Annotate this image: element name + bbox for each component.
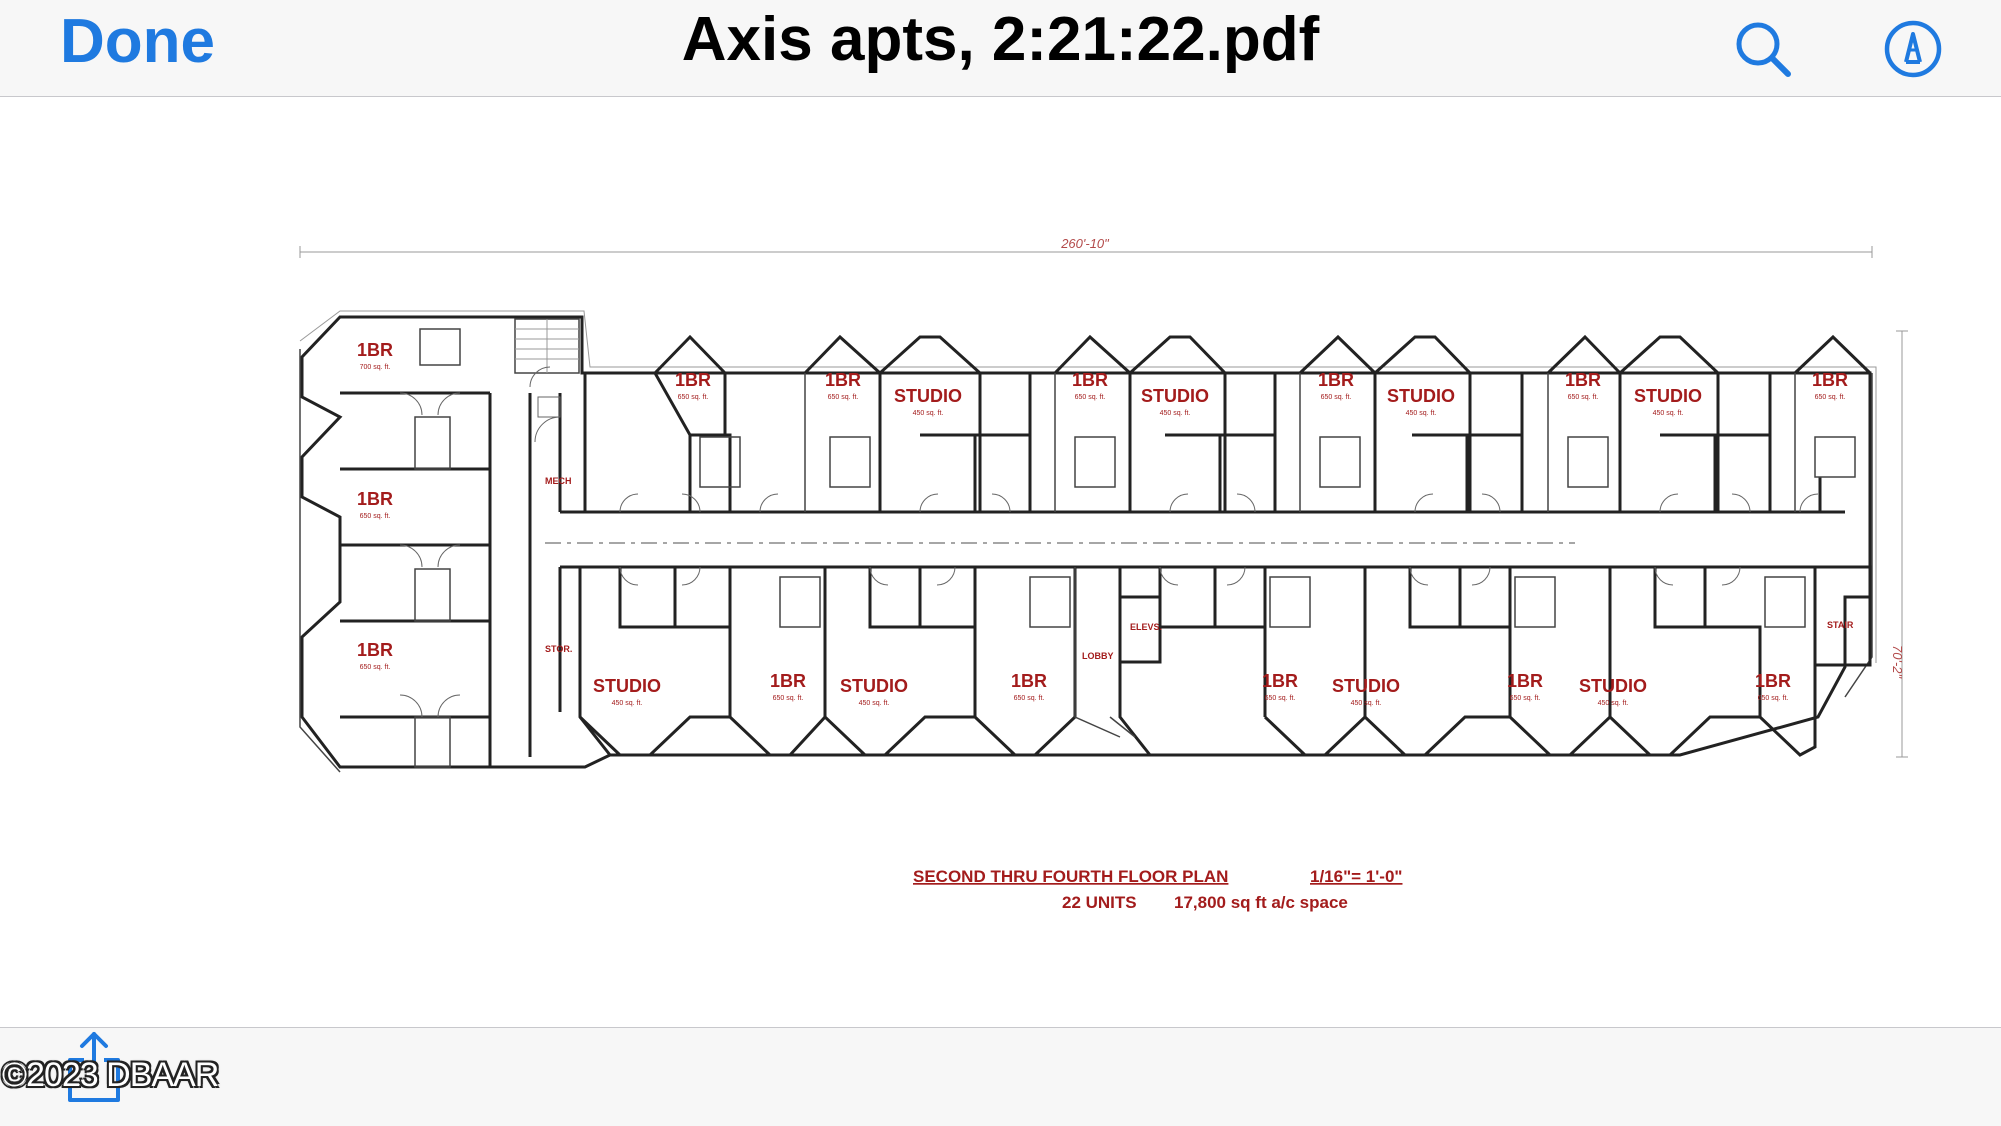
south-unit-walls [578,565,1872,757]
unit-area-label: 650 sq. ft. [1321,394,1352,401]
unit-type-label: 1BR [825,370,861,390]
room-label-stor: STOR. [545,644,572,654]
unit-type-label: 1BR [1011,671,1047,691]
room-label-mech: MECH [545,476,572,486]
unit-area-label: 450 sq. ft. [1653,410,1684,417]
unit-area-label: 650 sq. ft. [678,394,709,401]
unit-type-label: 1BR [1812,370,1848,390]
unit-type-label: STUDIO [593,676,661,696]
bottom-toolbar [0,1027,2001,1126]
unit-area-label: 650 sq. ft. [773,695,804,702]
unit-area-label: 450 sq. ft. [612,700,643,707]
unit-type-label: STUDIO [894,386,962,406]
unit-type-label: 1BR [1318,370,1354,390]
height-dimension-line [1896,330,1908,758]
unit-area-label: 450 sq. ft. [1160,410,1191,417]
unit-area-label: 650 sq. ft. [1815,394,1846,401]
unit-type-label: STUDIO [1634,386,1702,406]
unit-type-label: STUDIO [1332,676,1400,696]
height-dimension-text: 70'-2" [1890,645,1905,680]
unit-area-label: 450 sq. ft. [1406,410,1437,417]
unit-type-label: 1BR [1262,671,1298,691]
unit-type-label: 1BR [1507,671,1543,691]
stair-core [514,318,580,374]
unit-area-label: 450 sq. ft. [1351,700,1382,707]
room-label-stair: STAIR [1827,620,1854,630]
room-label-lobby: LOBBY [1082,651,1114,661]
share-icon[interactable] [64,1030,124,1106]
unit-area-label: 700 sq. ft. [360,364,391,371]
unit-type-label: 1BR [357,340,393,360]
unit-area-label: 450 sq. ft. [859,700,890,707]
unit-type-label: 1BR [1755,671,1791,691]
building-outline [299,310,1877,773]
unit-area-label: 650 sq. ft. [828,394,859,401]
unit-type-label: 1BR [1072,370,1108,390]
unit-type-label: 1BR [1565,370,1601,390]
west-wing-walls [340,328,492,768]
plan-caption-units: 22 UNITS [1062,893,1137,912]
unit-area-label: 650 sq. ft. [360,513,391,520]
unit-type-label: STUDIO [1579,676,1647,696]
unit-area-label: 650 sq. ft. [1568,394,1599,401]
unit-area-label: 650 sq. ft. [1758,695,1789,702]
unit-area-label: 650 sq. ft. [1265,695,1296,702]
unit-type-label: STUDIO [1141,386,1209,406]
done-button[interactable]: Done [60,7,215,76]
unit-type-label: STUDIO [840,676,908,696]
pdf-page[interactable]: .w { stroke:#222; stroke-width:3; fill:n… [0,97,2001,1026]
plan-caption-area: 17,800 sq ft a/c space [1174,893,1348,912]
unit-area-label: 650 sq. ft. [1014,695,1045,702]
width-dimension-text: 260'-10" [1060,236,1110,251]
main-corridor [545,510,1845,569]
plan-caption-scale: 1/16"= 1'-0" [1310,867,1402,886]
room-label-elevs: ELEVS. [1130,622,1162,632]
unit-area-label: 650 sq. ft. [360,664,391,671]
unit-area-label: 650 sq. ft. [1075,394,1106,401]
north-unit-walls [583,334,1872,513]
plan-caption-title: SECOND THRU FOURTH FLOOR PLAN [913,867,1228,886]
markup-pen-icon[interactable] [1880,16,1946,82]
unit-type-label: 1BR [357,489,393,509]
west-corridor [528,366,562,757]
search-icon[interactable] [1730,16,1796,82]
unit-type-label: STUDIO [1387,386,1455,406]
lobby-bay [1074,567,1136,738]
unit-area-label: 450 sq. ft. [1598,700,1629,707]
unit-type-label: 1BR [357,640,393,660]
unit-type-label: 1BR [770,671,806,691]
floor-plan-drawing: .w { stroke:#222; stroke-width:3; fill:n… [299,236,1908,912]
unit-area-label: 450 sq. ft. [913,410,944,417]
width-dimension-line [299,246,1873,258]
copyright-watermark: ©2023 DBAAR [2,1056,219,1094]
unit-type-label: 1BR [675,370,711,390]
unit-area-label: 650 sq. ft. [1510,695,1541,702]
top-toolbar [0,0,2001,97]
